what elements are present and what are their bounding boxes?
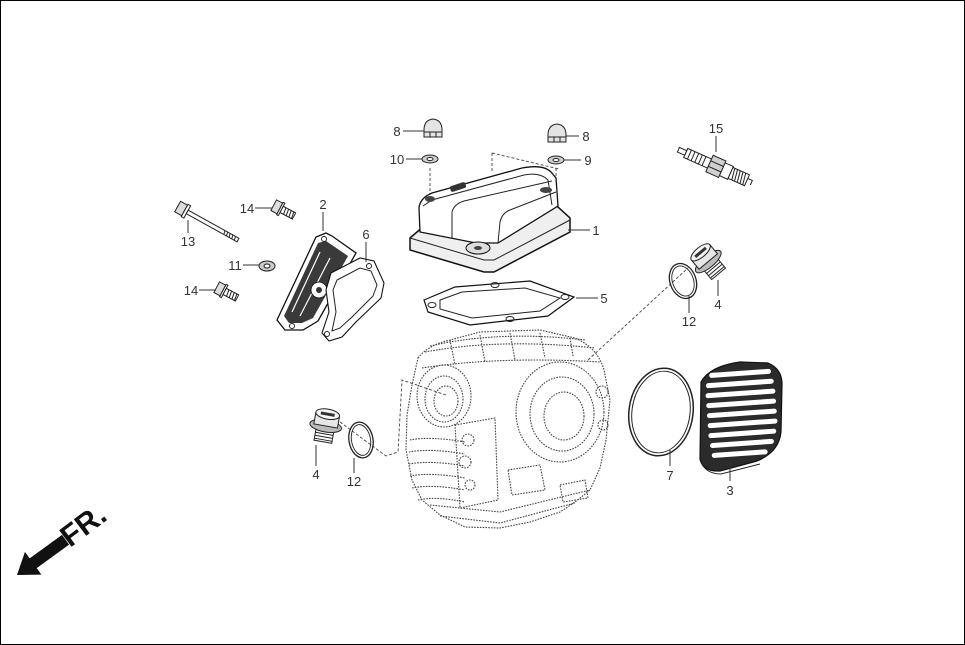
part-12-o-ring-left [348, 421, 374, 459]
callout-10: 10 [390, 152, 404, 167]
callout-13: 13 [181, 234, 195, 249]
callout-4-right: 4 [714, 297, 721, 312]
callout-11: 11 [228, 258, 242, 273]
part-2-side-cover [276, 232, 357, 331]
part-15-spark-plug [676, 146, 754, 187]
part-3-finned-side-cover [699, 361, 783, 475]
part-8-cap-nut-right [547, 123, 567, 143]
callout-7: 7 [666, 468, 673, 483]
part-6-side-cover-gasket [321, 257, 385, 342]
part-7-large-o-ring [627, 367, 695, 457]
part-13-long-bolt [174, 200, 240, 243]
front-arrow-icon [17, 534, 70, 575]
callout-6: 6 [362, 227, 369, 242]
cylinder-head-reference [405, 329, 611, 529]
part-8-cap-nut-left [423, 118, 443, 138]
callout-leaders [187, 130, 731, 481]
callout-4-left: 4 [312, 467, 319, 482]
callout-8-left: 8 [393, 124, 400, 139]
part-9-washer [547, 155, 565, 165]
part-14-flange-bolt-upper [270, 199, 297, 220]
callout-12-left: 12 [347, 474, 361, 489]
callout-1: 1 [592, 223, 599, 238]
part-4-cap-right [690, 243, 727, 281]
callout-labels: 1 2 3 4 4 5 6 7 8 8 9 10 11 12 12 13 14 … [181, 121, 734, 498]
part-10-washer [421, 154, 439, 164]
callout-8-right: 8 [582, 129, 589, 144]
callout-14-lower: 14 [184, 283, 198, 298]
part-1-cylinder-head-cover [409, 166, 571, 273]
callout-15: 15 [709, 121, 723, 136]
callout-2: 2 [319, 197, 326, 212]
part-14-flange-bolt-lower [213, 281, 240, 302]
part-4-cap-left [309, 408, 342, 444]
callout-3: 3 [726, 483, 733, 498]
callout-14-upper: 14 [240, 201, 254, 216]
callout-5: 5 [600, 291, 607, 306]
callout-12-right: 12 [682, 314, 696, 329]
callout-9: 9 [584, 153, 591, 168]
part-5-head-cover-gasket [423, 280, 576, 326]
part-11-washer [258, 260, 276, 272]
